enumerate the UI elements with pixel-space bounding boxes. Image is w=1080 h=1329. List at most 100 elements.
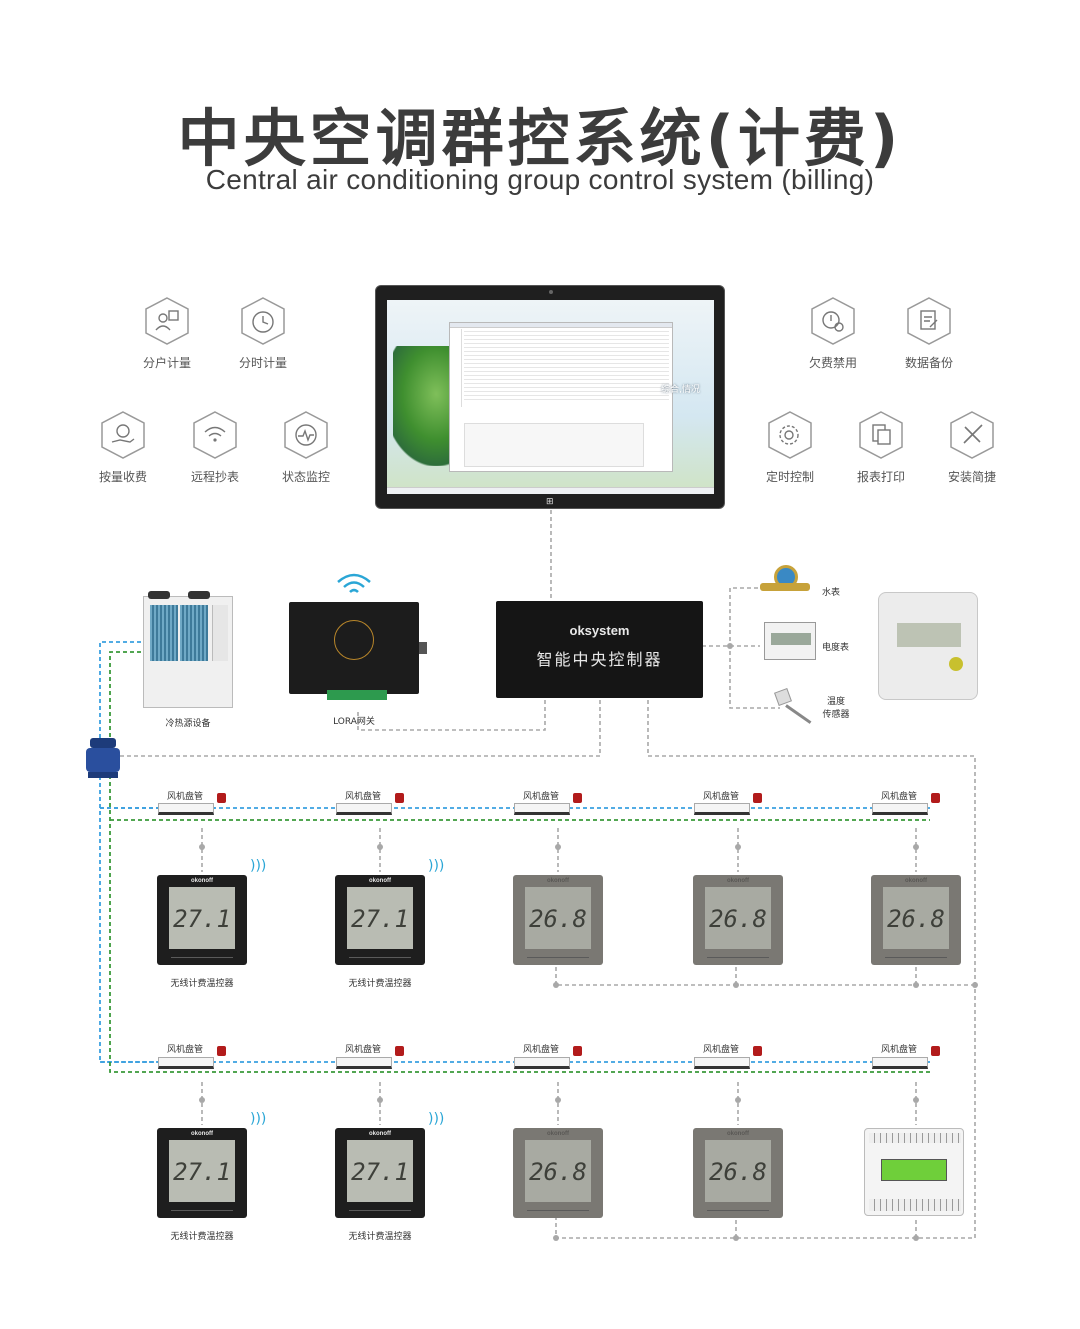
feature-label: 远程抄表 <box>190 470 239 484</box>
motor-valve <box>931 1046 940 1056</box>
prepaid-meter <box>878 592 978 700</box>
coin-hand-icon <box>101 411 145 459</box>
report-icon <box>859 411 903 459</box>
feature-easy-install: 安装简捷 <box>927 410 1017 485</box>
screen-overlay-text: 综合,情况 <box>661 385 700 395</box>
fan-coil-label: 风机盘管 <box>522 1045 559 1055</box>
tools-icon <box>950 411 994 459</box>
thermostat-temp: 26.8 <box>709 905 767 933</box>
thermostat-brand: okonoff <box>547 1131 569 1137</box>
motor-valve <box>395 1046 404 1056</box>
wireless-thermostat: okonoff 27.1 <box>157 1128 247 1218</box>
wireless-thermostat: okonoff 27.1 <box>335 1128 425 1218</box>
thermostat-brand: okonoff <box>191 1131 213 1137</box>
lora-gateway <box>289 602 427 700</box>
water-meter-label: 水表 <box>822 588 841 598</box>
fan-coil-label: 风机盘管 <box>344 792 381 802</box>
wired-thermostat: okonoff 26.8 <box>513 1128 603 1218</box>
feature-label: 定时控制 <box>765 470 814 484</box>
feature-billing: 按量收费 <box>78 410 168 485</box>
clock-icon <box>241 297 285 345</box>
wireless-signal-icon: ))) <box>428 858 445 874</box>
thermostat-brand: okonoff <box>727 878 749 884</box>
wireless-thermostat-label: 无线计费温控器 <box>170 979 234 989</box>
fan-coil-unit <box>694 1057 750 1069</box>
fan-coil-unit <box>694 803 750 815</box>
motor-valve <box>217 793 226 803</box>
wireless-signal-icon: ))) <box>428 1111 445 1127</box>
thermostat-brand: okonoff <box>547 878 569 884</box>
thermostat-brand: okonoff <box>191 878 213 884</box>
feature-report-print: 报表打印 <box>836 410 926 485</box>
sensor-label: 温度 传感器 <box>821 694 851 720</box>
motor-valve <box>753 1046 762 1056</box>
feature-label: 数据备份 <box>904 356 953 370</box>
wireless-thermostat-label: 无线计费温控器 <box>170 1232 234 1242</box>
wireless-thermostat: okonoff 27.1 <box>157 875 247 965</box>
electric-meter-label: 电度表 <box>822 643 850 653</box>
din-rail-controller <box>864 1128 964 1216</box>
central-controller: oksystem 智能中央控制器 <box>496 601 703 698</box>
wireless-thermostat-label: 无线计费温控器 <box>348 1232 412 1242</box>
fan-coil-label: 风机盘管 <box>344 1045 381 1055</box>
sensor-label-line2: 传感器 <box>822 710 850 720</box>
monitor-screen: 综合,情况 <box>387 300 714 494</box>
motor-valve <box>753 793 762 803</box>
fan-coil-unit <box>336 1057 392 1069</box>
thermostat-brand: okonoff <box>369 1131 391 1137</box>
thermostat-temp: 26.8 <box>887 905 945 933</box>
water-meter <box>760 565 810 601</box>
chiller-unit <box>143 591 233 708</box>
thermostat-temp: 26.8 <box>529 1158 587 1186</box>
windows-logo-icon: ⊞ <box>546 497 554 507</box>
feature-remote-reading: 远程抄表 <box>170 410 260 485</box>
fan-coil-label: 风机盘管 <box>166 792 203 802</box>
wired-thermostat: okonoff 26.8 <box>693 875 783 965</box>
thermostat-temp: 26.8 <box>709 1158 767 1186</box>
wired-thermostat: okonoff 26.8 <box>871 875 961 965</box>
backup-icon <box>907 297 951 345</box>
fan-coil-unit <box>158 803 214 815</box>
fan-coil-label: 风机盘管 <box>522 792 559 802</box>
feature-household-metering: 分户计量 <box>122 296 212 371</box>
feature-label: 分户计量 <box>142 356 191 370</box>
feature-label: 按量收费 <box>98 470 147 484</box>
thermostat-temp: 26.8 <box>529 905 587 933</box>
household-meter-icon <box>145 297 189 345</box>
motor-valve <box>395 793 404 803</box>
wireless-thermostat-label: 无线计费温控器 <box>348 979 412 989</box>
disable-icon <box>811 297 855 345</box>
wired-thermostat: okonoff 26.8 <box>693 1128 783 1218</box>
fan-coil-unit <box>336 803 392 815</box>
feature-timed-control: 定时控制 <box>745 410 835 485</box>
feature-label: 欠费禁用 <box>808 356 857 370</box>
wireless-signal-icon: ))) <box>250 858 267 874</box>
feature-arrears-disable: 欠费禁用 <box>788 296 878 371</box>
gear-clock-icon <box>768 411 812 459</box>
fan-coil-unit <box>514 803 570 815</box>
fan-coil-unit <box>872 803 928 815</box>
wired-thermostat: okonoff 26.8 <box>513 875 603 965</box>
fan-coil-unit <box>514 1057 570 1069</box>
motor-valve <box>931 793 940 803</box>
camera-dot <box>549 290 553 294</box>
feature-label: 安装简捷 <box>947 470 996 484</box>
thermostat-temp: 27.1 <box>173 905 231 933</box>
fan-coil-unit <box>158 1057 214 1069</box>
title-en: Central air conditioning group control s… <box>205 164 875 195</box>
motor-valve <box>573 1046 582 1056</box>
thermostat-brand: okonoff <box>905 878 927 884</box>
monitor: 综合,情况 ⊞ <box>375 285 725 509</box>
thermostat-temp: 27.1 <box>351 905 409 933</box>
title-cn: 中央空调群控系统(计费) <box>177 102 903 175</box>
controller-brand: oksystem <box>569 623 630 638</box>
thermostat-brand: okonoff <box>727 1131 749 1137</box>
feature-time-metering: 分时计量 <box>218 296 308 371</box>
wireless-thermostat: okonoff 27.1 <box>335 875 425 965</box>
fan-coil-label: 风机盘管 <box>166 1045 203 1055</box>
billing-software-window <box>449 322 673 472</box>
feature-label: 报表打印 <box>856 470 905 484</box>
fan-coil-unit <box>872 1057 928 1069</box>
monitor-check-icon <box>284 411 328 459</box>
sensor-label-line1: 温度 <box>826 697 845 707</box>
